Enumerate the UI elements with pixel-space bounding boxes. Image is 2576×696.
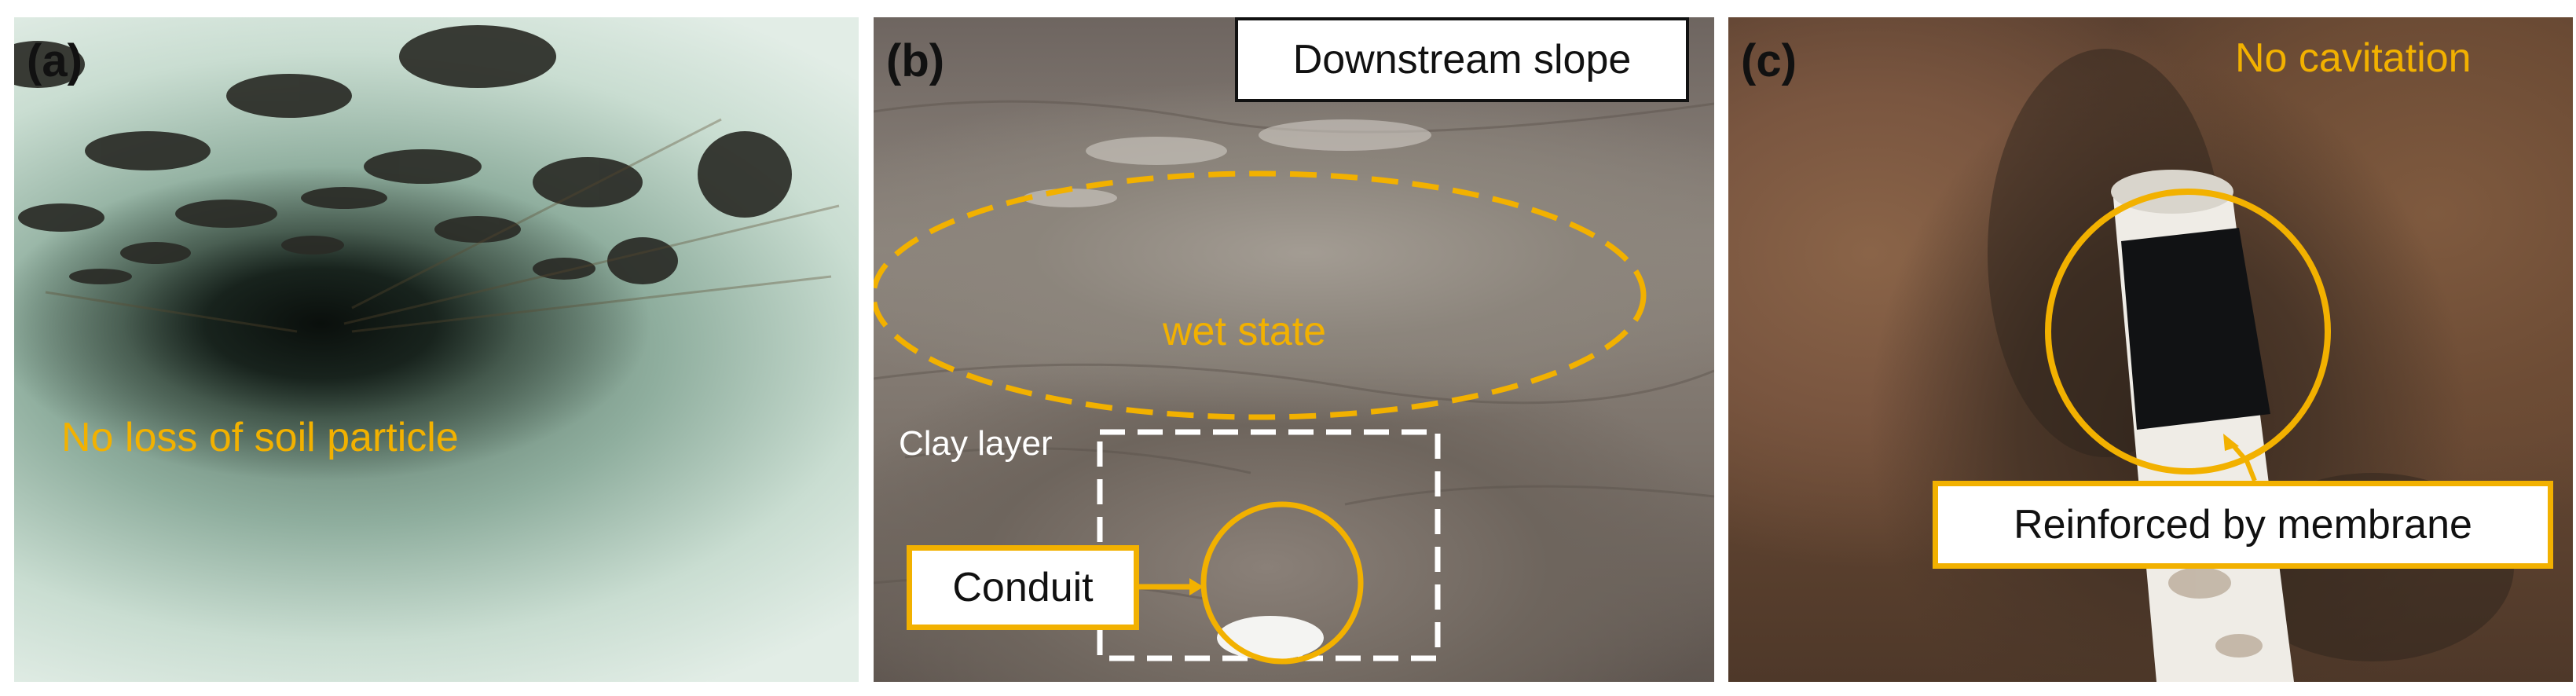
panel-b-label: (b) (886, 35, 945, 86)
wet-state-annotation: wet state (1163, 309, 1327, 354)
panel-a-label: (a) (27, 35, 82, 86)
clay-layer-annotation: Clay layer (899, 424, 1053, 463)
soil-loss-annotation: No loss of soil particle (61, 415, 459, 460)
panel-b-photo: (b) Downstream slope wet state Clay laye… (874, 17, 1714, 682)
downstream-slope-callout: Downstream slope (1235, 17, 1689, 102)
conduit-interior-photo (14, 25, 840, 333)
panel-c-label: (c) (1741, 35, 1797, 86)
panel-a-photo: (a) No loss of soil particle (14, 17, 859, 682)
conduit-callout: Conduit (907, 545, 1139, 630)
reinforced-conduit-photo (1988, 49, 2514, 682)
panel-c-photo: (c) No cavitation Reinforced by membrane (1728, 17, 2573, 682)
membrane-callout: Reinforced by membrane (1933, 481, 2553, 569)
no-cavitation-annotation: No cavitation (2235, 35, 2472, 81)
